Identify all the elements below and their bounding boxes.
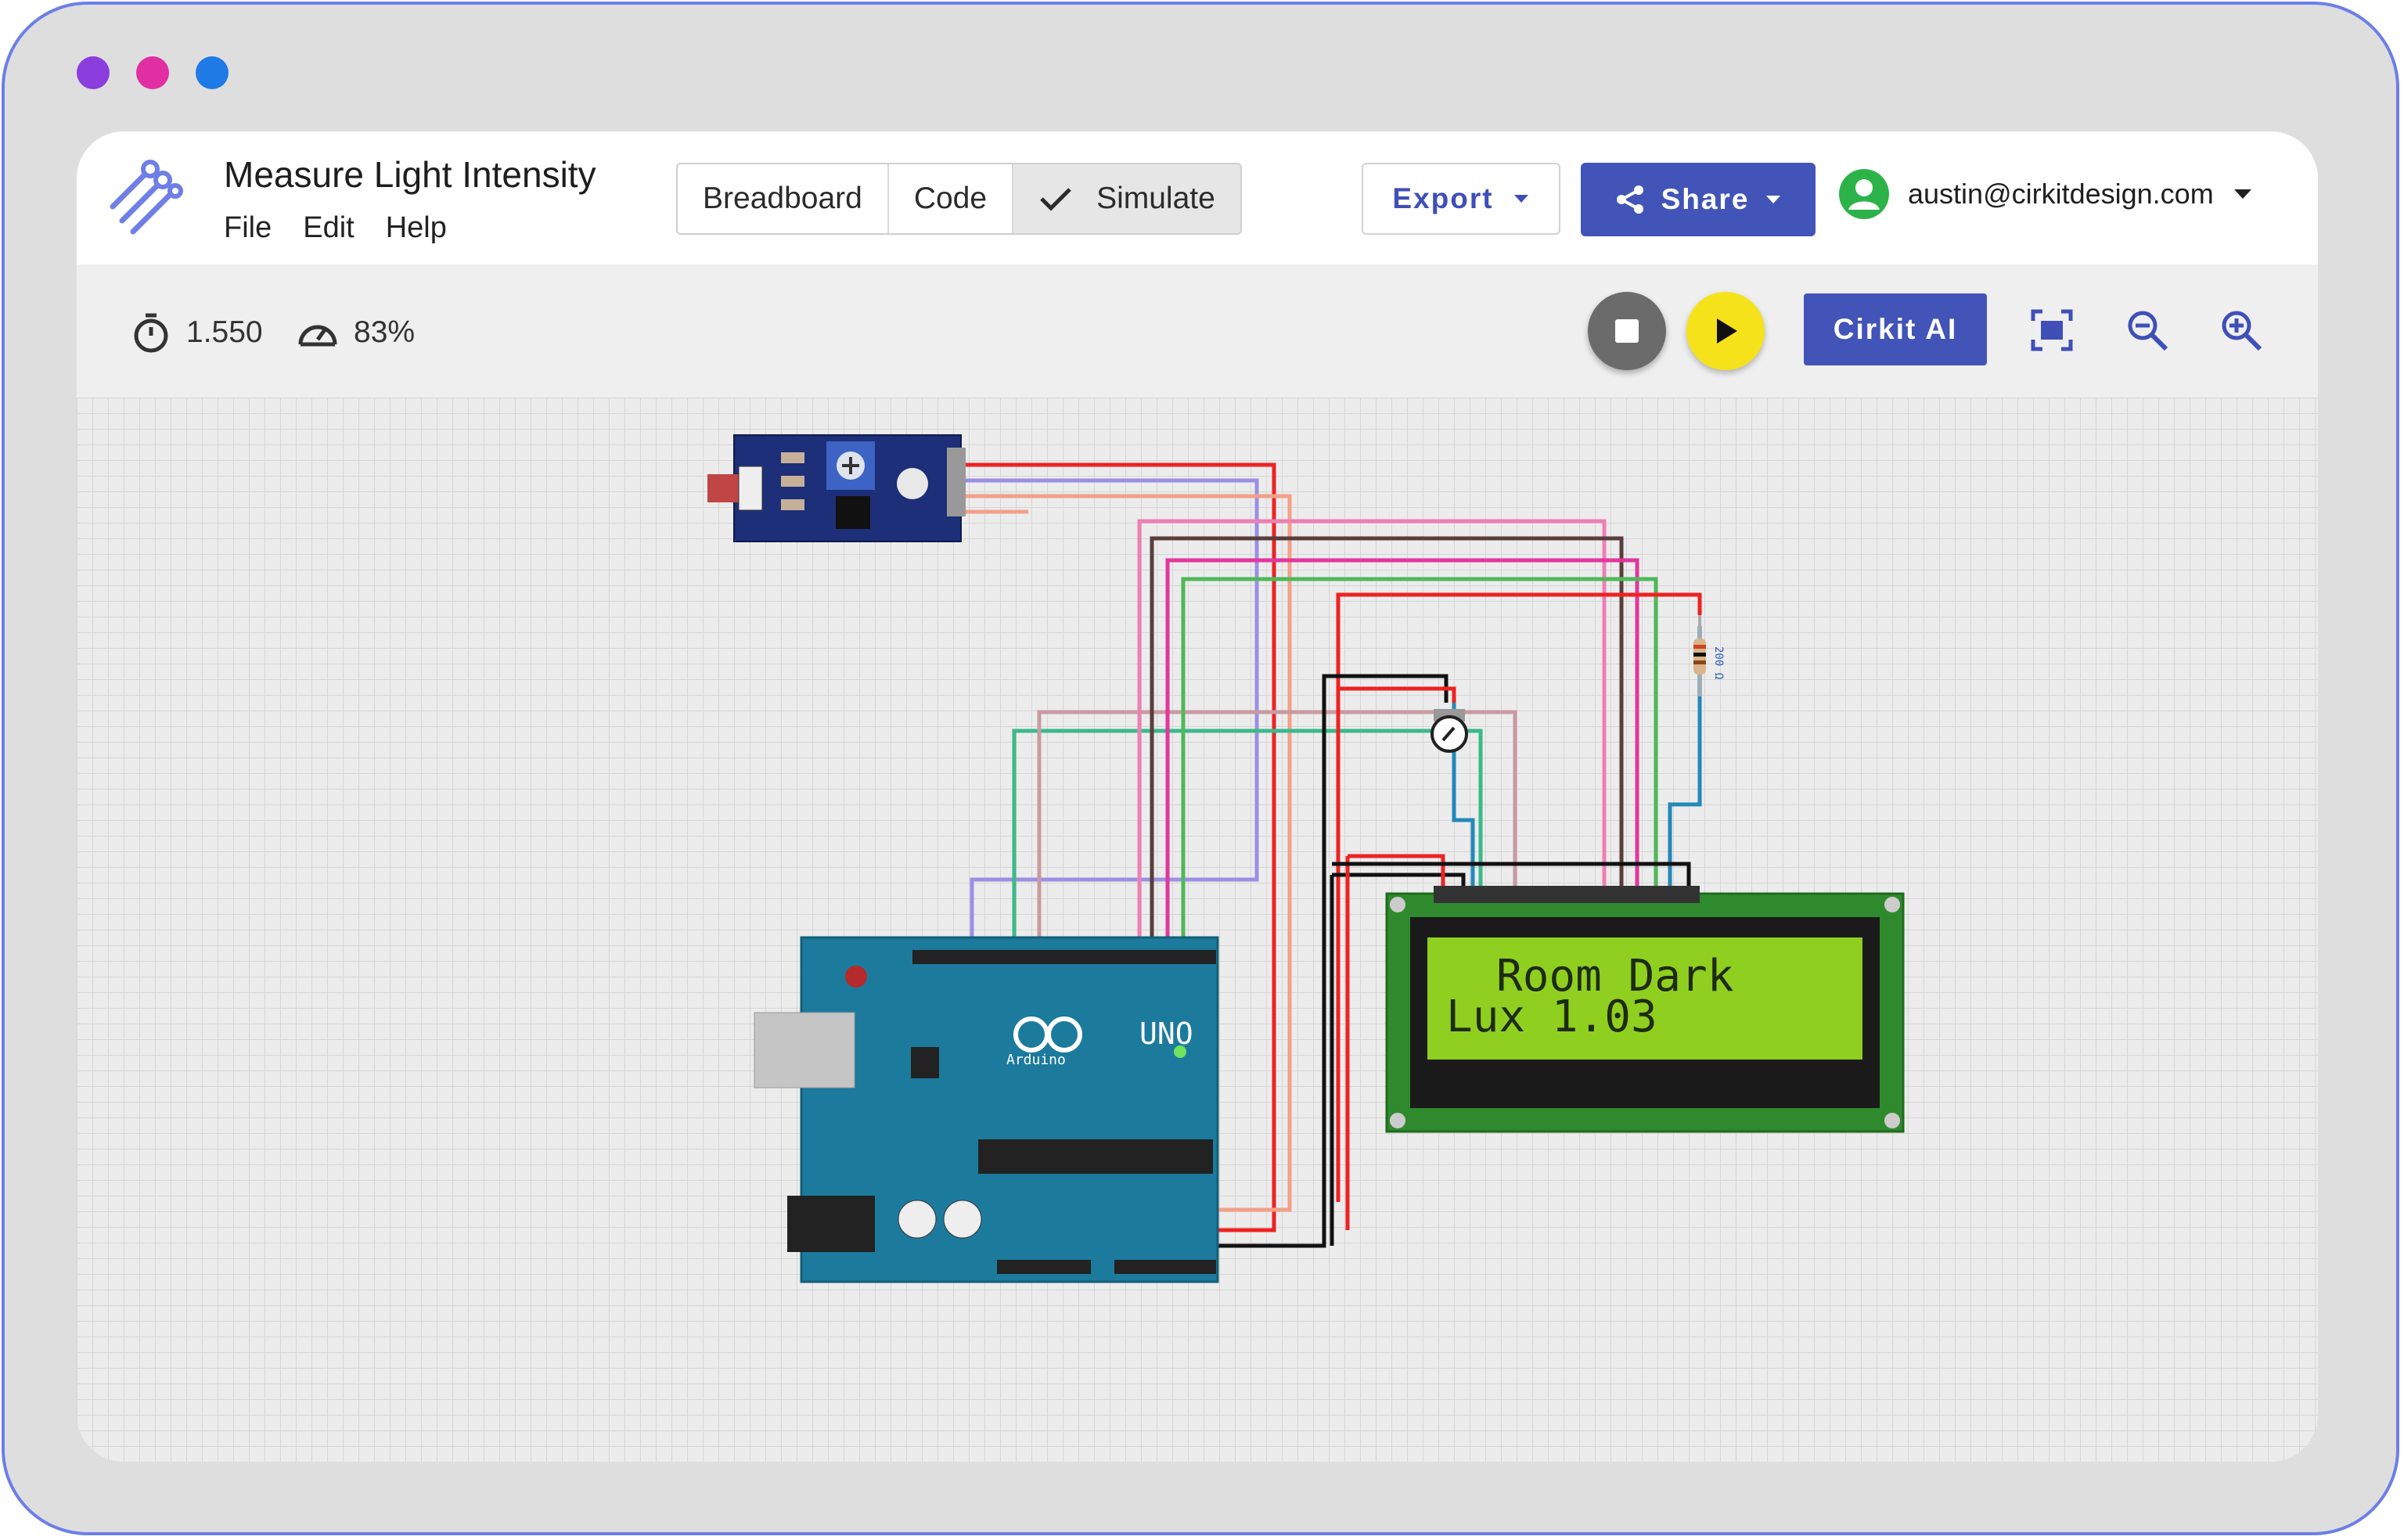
- play-icon: [1717, 318, 1737, 344]
- play-button[interactable]: [1686, 292, 1765, 370]
- share-icon: [1616, 185, 1643, 214]
- check-icon: [1040, 188, 1071, 211]
- user-icon: [1848, 179, 1880, 210]
- menu-bar: File Edit Help: [224, 211, 447, 245]
- chevron-down-icon: [1513, 195, 1528, 203]
- menu-file[interactable]: File: [224, 211, 272, 244]
- tab-breadboard[interactable]: Breadboard: [678, 164, 889, 233]
- project-title[interactable]: Measure Light Intensity: [224, 154, 596, 195]
- tab-code-label: Code: [913, 182, 988, 215]
- tab-simulate[interactable]: Simulate: [1013, 164, 1240, 233]
- circuit-diagram: 200 Ω UNO: [707, 434, 1905, 1283]
- zoom-out-icon[interactable]: [2125, 308, 2169, 352]
- stop-button[interactable]: [1588, 292, 1666, 370]
- tab-simulate-label: Simulate: [1096, 182, 1215, 215]
- arduino-model-label: UNO: [1139, 1016, 1193, 1051]
- light-sensor-module[interactable]: [707, 434, 966, 542]
- window-dot-blue[interactable]: [196, 56, 229, 89]
- user-menu[interactable]: austin@cirkitdesign.com: [1839, 169, 2253, 219]
- export-button[interactable]: Export: [1362, 163, 1560, 235]
- speedometer-icon: [298, 325, 337, 347]
- resistor[interactable]: 200 Ω: [1693, 615, 1725, 696]
- top-bar: Measure Light Intensity File Edit Help B…: [77, 131, 2318, 264]
- breadboard-canvas[interactable]: 200 Ω UNO: [77, 398, 2318, 1462]
- cirkit-ai-label: Cirkit AI: [1833, 313, 1958, 345]
- export-label: Export: [1392, 182, 1494, 214]
- speed-value: 83%: [354, 315, 416, 349]
- lcd-display[interactable]: Room Dark Lux 1.03: [1385, 886, 1905, 1133]
- share-button[interactable]: Share: [1581, 163, 1816, 236]
- time-value: 1.550: [186, 315, 263, 349]
- chevron-down-icon: [2233, 189, 2251, 199]
- sim-speed: 83%: [296, 311, 415, 354]
- chevron-down-icon: [1766, 196, 1781, 203]
- menu-edit[interactable]: Edit: [303, 211, 354, 244]
- cirkit-ai-button[interactable]: Cirkit AI: [1804, 293, 1987, 365]
- tab-breadboard-label: Breadboard: [703, 182, 862, 215]
- sim-time: 1.550: [130, 311, 263, 354]
- fit-screen-icon[interactable]: [2030, 308, 2074, 352]
- window-dot-pink[interactable]: [136, 56, 169, 89]
- window-dot-purple[interactable]: [77, 56, 110, 89]
- avatar[interactable]: [1839, 169, 1889, 219]
- resistor-label: 200 Ω: [1712, 646, 1725, 679]
- arduino-uno-board[interactable]: UNO Arduino: [754, 936, 1219, 1283]
- app-window: Measure Light Intensity File Edit Help B…: [77, 131, 2318, 1462]
- tab-code[interactable]: Code: [888, 164, 1014, 233]
- zoom-in-icon[interactable]: [2219, 308, 2263, 352]
- stopwatch-icon: [134, 313, 168, 353]
- arduino-brand-label: Arduino: [1006, 1052, 1066, 1068]
- sim-toolbar: 1.550 83% Cirkit AI: [77, 264, 2318, 398]
- stop-icon: [1615, 319, 1639, 343]
- view-tabs: Breadboard Code Simulate: [676, 163, 1242, 235]
- share-label: Share: [1661, 183, 1750, 215]
- menu-help[interactable]: Help: [385, 211, 447, 244]
- potentiometer[interactable]: [1431, 709, 1468, 753]
- user-email: austin@cirkitdesign.com: [1908, 178, 2214, 210]
- cirkit-logo-icon[interactable]: [105, 158, 183, 236]
- lcd-line-1: Room Dark: [1496, 951, 1733, 1002]
- lcd-line-2: Lux 1.03: [1446, 991, 1657, 1042]
